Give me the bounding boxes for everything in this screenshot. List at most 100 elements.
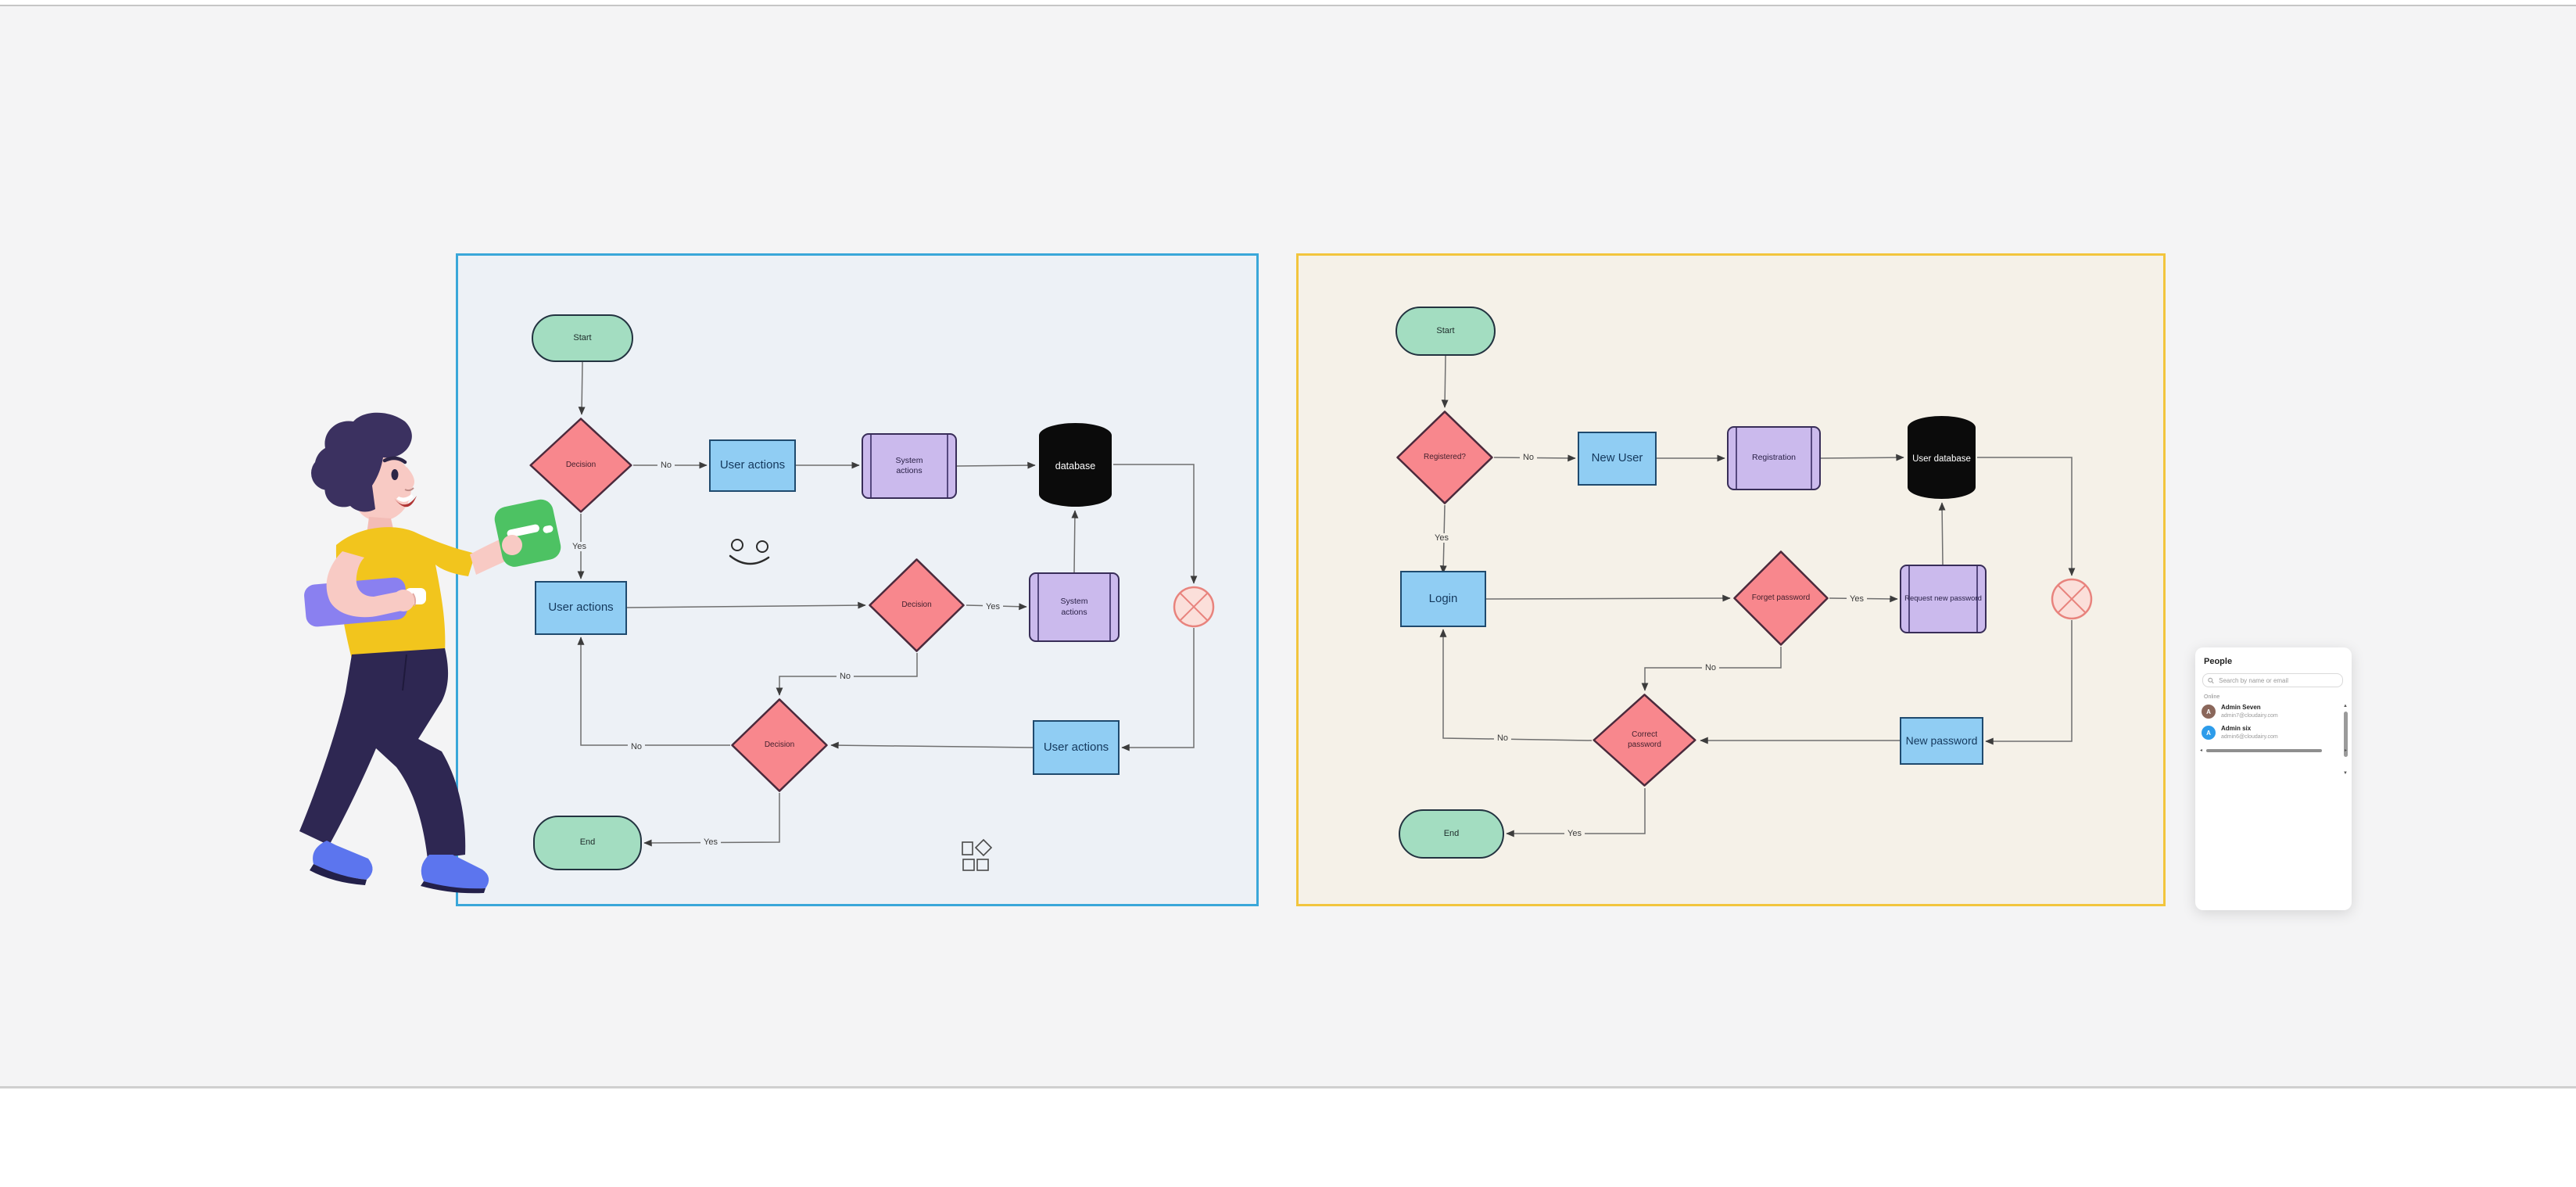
vertical-scrollbar[interactable]: ▲ ▼ [2343,704,2348,776]
edge-correctpassword-end[interactable] [1506,788,1646,837]
people-row-admin-seven[interactable]: A Admin Seven admin7@cloudairy.com [2202,702,2339,721]
correctpassword-line1: Correct [1632,730,1657,739]
cylinder-shape [1039,423,1112,507]
edge-systemactionsmid-database[interactable] [1071,510,1079,573]
node-start[interactable]: Start [1395,307,1496,356]
edge-useractionsbottom-decision3[interactable] [830,741,1034,749]
edge-errorcircle-newpassword[interactable] [1985,620,2073,745]
node-end[interactable]: End [1399,809,1504,859]
edge-label-yes[interactable]: Yes [700,837,721,847]
node-decision1-label: Decision [565,460,597,469]
node-registered[interactable]: Registered? [1395,410,1494,505]
scroll-down-icon[interactable]: ▼ [2343,771,2348,776]
horizontal-scrollbar-thumb[interactable] [2206,749,2322,752]
user-email: admin7@cloudairy.com [2221,712,2278,719]
people-search-box[interactable] [2202,673,2343,687]
correctpassword-line2: password [1628,740,1661,749]
node-user-actions-bottom[interactable]: User actions [1033,720,1120,775]
person-illustration[interactable] [288,411,561,895]
vertical-scrollbar-thumb[interactable] [2344,712,2348,757]
node-registered-label: Registered? [1424,452,1466,461]
people-search-input[interactable] [2217,676,2338,685]
predefined-bar-left [870,435,872,497]
frame-left-flowchart[interactable]: Start Decision User actions System actio… [456,253,1259,906]
node-start[interactable]: Start [532,314,633,362]
avatar: A [2202,705,2216,719]
node-error-circle[interactable] [1172,585,1216,629]
edge-decision3-end[interactable] [643,793,780,847]
diamond-shape [1395,410,1494,505]
edge-label-no[interactable]: No [627,742,646,751]
node-system-actions-mid[interactable]: System actions [1029,572,1120,642]
edge-label-no[interactable]: No [1493,733,1512,743]
node-registration[interactable]: Registration [1727,426,1821,490]
edge-userdatabase-errorcircle[interactable] [1977,457,2076,576]
edge-login-forgetpassword[interactable] [1485,594,1731,602]
edge-systemactions-database[interactable] [956,461,1036,469]
smiley-doodle[interactable] [724,533,779,576]
right-connectors-layer [1439,355,2076,837]
edge-label-yes[interactable]: Yes [983,602,1003,611]
node-new-password[interactable]: New password [1900,717,1983,765]
scroll-up-icon[interactable]: ▲ [2343,704,2348,708]
systemactions-top-line1: System [895,455,923,465]
node-request-new-password[interactable]: Request new password [1900,565,1987,633]
predefined-bar-left [1908,566,1910,632]
people-panel: People Online A Admin Seven admin7@cloud… [2195,647,2352,910]
edge-label-yes[interactable]: Yes [1847,594,1867,604]
node-correct-password[interactable]: Correct password [1592,693,1697,787]
edge-label-no[interactable]: No [657,461,675,470]
node-decision-1[interactable]: Decision [528,417,633,514]
node-user-database[interactable]: User database [1906,414,1977,500]
node-end[interactable]: End [533,816,642,870]
shapes-icon[interactable] [960,838,998,876]
cylinder-shape [1908,416,1976,499]
systemactions-top-line2: actions [896,466,923,475]
node-decision-3[interactable]: Decision [730,697,829,793]
edge-label-no[interactable]: No [1519,453,1538,462]
node-login-label: Login [1428,591,1458,605]
people-row-admin-six[interactable]: A Admin six admin6@cloudairy.com [2202,723,2339,742]
node-login[interactable]: Login [1400,571,1486,627]
scroll-right-icon[interactable]: ▸ [2344,748,2347,753]
node-forgetpassword-label: Forget password [1751,593,1811,602]
node-decision3-label: Decision [764,740,795,749]
node-decision-2[interactable]: Decision [868,558,966,653]
edge-registration-userdatabase[interactable] [1820,454,1904,461]
systemactions-mid-line2: actions [1061,607,1087,617]
diamond-shape [528,417,633,514]
horizontal-scrollbar[interactable]: ◂ ▸ [2200,748,2347,754]
node-user-actions-mid[interactable]: User actions [535,581,627,635]
node-error-circle[interactable] [2050,577,2094,621]
edge-label-yes[interactable]: Yes [569,542,589,551]
edge-correctpassword-login[interactable] [1439,629,1593,741]
edge-decision3-useractions-mid[interactable] [577,637,730,746]
edge-label-yes[interactable]: Yes [1431,533,1452,543]
node-system-actions-top[interactable]: System actions [862,433,957,499]
predefined-bar-left [1037,574,1039,640]
node-useractions-top-label: User actions [719,458,786,472]
predefined-bar-left [1736,428,1737,489]
edge-start-registered[interactable] [1441,355,1449,408]
node-userdatabase-label: User database [1912,454,1971,464]
node-newuser-label: New User [1591,451,1643,465]
scroll-left-icon[interactable]: ◂ [2200,748,2203,753]
edge-label-yes[interactable]: Yes [1564,829,1585,838]
node-user-actions-top[interactable]: User actions [709,439,796,492]
edge-database-errorcircle[interactable] [1113,464,1198,584]
predefined-bar-right [1976,566,1978,632]
frame-right-flowchart[interactable]: Start Registered? New User Registration … [1296,253,2166,906]
predefined-bar-right [1109,574,1111,640]
predefined-bar-right [947,435,948,497]
node-new-user[interactable]: New User [1578,432,1657,486]
diamond-shape [1592,693,1697,787]
node-database[interactable]: database [1037,421,1113,508]
edge-errorcircle-useractions-bottom[interactable] [1121,628,1195,751]
node-useractions-mid-label: User actions [548,601,614,615]
node-start-label: Start [1436,325,1455,335]
edge-label-no[interactable]: No [836,672,854,681]
edge-useractionsmid-decision2[interactable] [626,601,866,609]
edge-label-no[interactable]: No [1701,663,1720,672]
edge-request-userdatabase[interactable] [1938,502,1946,565]
node-forget-password[interactable]: Forget password [1732,550,1829,647]
